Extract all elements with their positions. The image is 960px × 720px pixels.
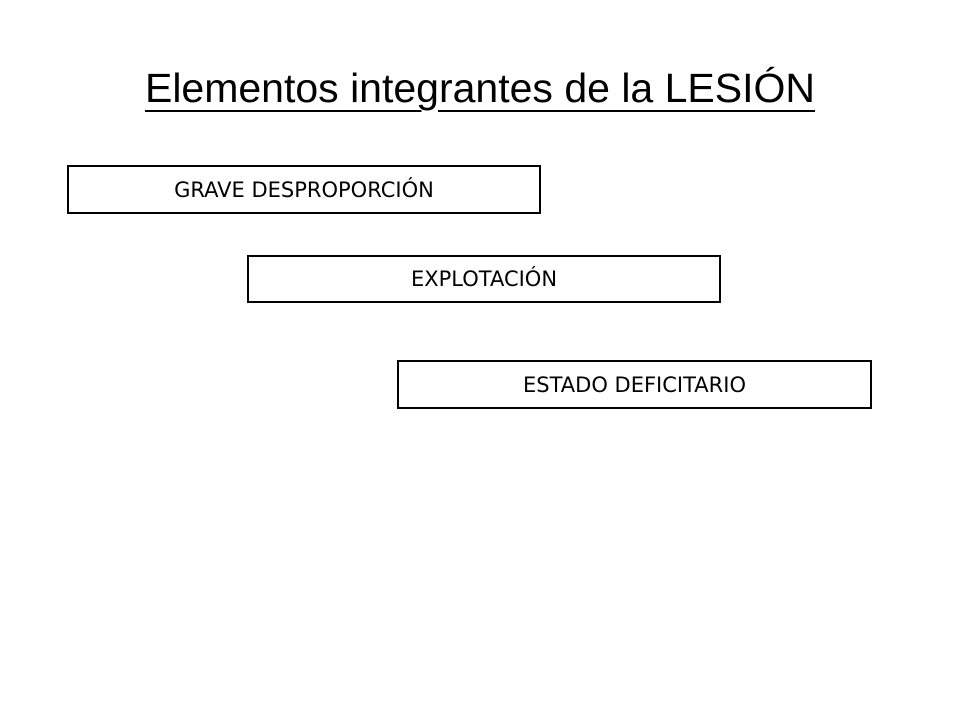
element-box-explotacion: EXPLOTACIÓN: [247, 255, 721, 303]
slide-title: Elementos integrantes de la LESIÓN: [144, 65, 816, 111]
element-box-grave-desproporcion: GRAVE DESPROPORCIÓN: [67, 165, 541, 214]
element-box-estado-deficitario: ESTADO DEFICITARIO: [397, 360, 872, 409]
element-box-label: ESTADO DEFICITARIO: [523, 372, 746, 397]
element-box-label: EXPLOTACIÓN: [410, 267, 558, 291]
element-box-label: GRAVE DESPROPORCIÓN: [174, 177, 434, 202]
